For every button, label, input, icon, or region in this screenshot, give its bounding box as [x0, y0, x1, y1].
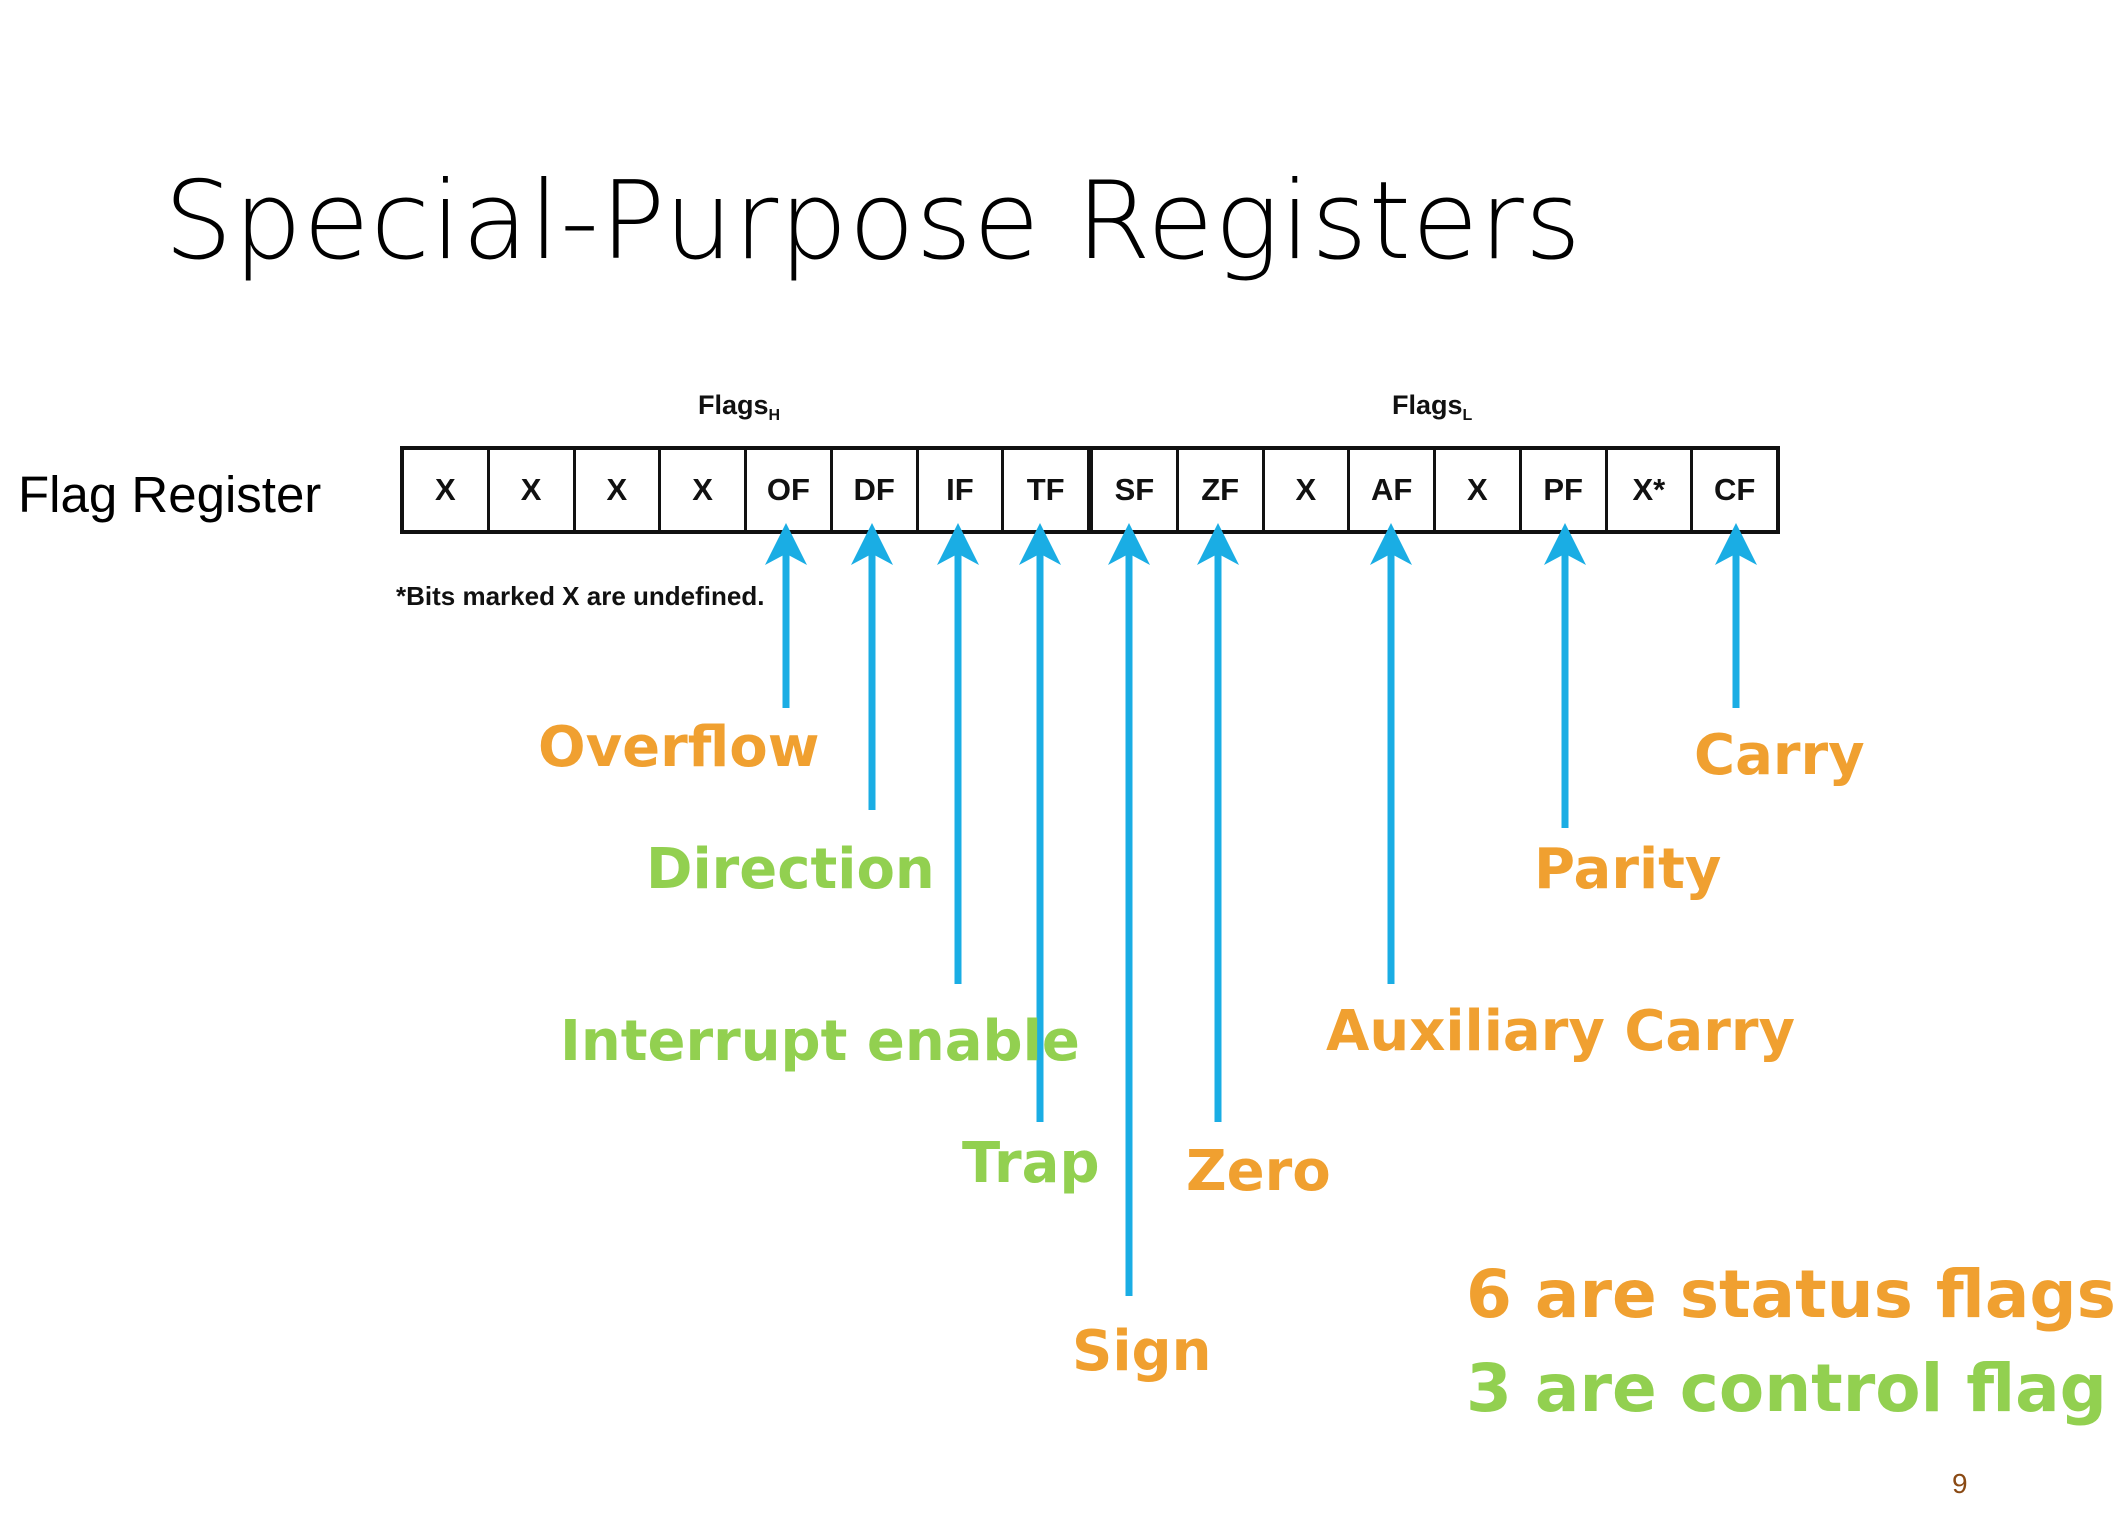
bit-10-df: DF	[833, 450, 919, 530]
bit-4-af: AF	[1350, 450, 1436, 530]
bit-3: X	[1436, 450, 1522, 530]
status-flags-summary: 6 are status flags	[1466, 1256, 2116, 1333]
bit-13: X	[576, 450, 662, 530]
flags-low-text: Flags	[1392, 390, 1463, 420]
control-flags-summary: 3 are control flag	[1466, 1350, 2107, 1427]
zero-label: Zero	[1186, 1139, 1331, 1204]
flags-high-label: FlagsH	[698, 392, 780, 424]
parity-label: Parity	[1534, 837, 1722, 902]
flags-low-label: FlagsL	[1392, 392, 1472, 424]
bit-14: X	[490, 450, 576, 530]
bit-0-cf: CF	[1713, 472, 1756, 507]
flags-high-text: Flags	[698, 390, 769, 420]
bit-2-pf: PF	[1522, 450, 1608, 530]
bit-8-tf: TF	[1004, 450, 1093, 530]
bit-7-sf: SF	[1093, 450, 1179, 530]
slide-title: Special-Purpose Registers	[164, 159, 1583, 284]
direction-label: Direction	[646, 837, 935, 902]
overflow-label: Overflow	[538, 715, 820, 780]
page-number: 9	[1952, 1468, 1968, 1499]
flag-register-bits: X X X X OF DF IF TF SF ZF X AF X PF X* C…	[400, 446, 1780, 534]
sign-label: Sign	[1072, 1319, 1212, 1384]
bit-11-of: OF	[747, 450, 833, 530]
bit-1: X*	[1608, 450, 1694, 530]
bit-15: X	[404, 450, 490, 530]
bit-12: X	[661, 450, 747, 530]
flags-high-subscript: H	[768, 407, 781, 424]
bit-6-zf: ZF	[1179, 450, 1265, 530]
interrupt-enable-label: Interrupt enable	[560, 1009, 1080, 1074]
bit-5: X	[1265, 450, 1351, 530]
auxiliary-carry-label: Auxiliary Carry	[1326, 999, 1795, 1064]
flags-low-subscript: L	[1462, 407, 1473, 424]
carry-label: Carry	[1694, 723, 1865, 788]
bit-9-if: IF	[919, 450, 1005, 530]
flag-register-label: Flag Register	[18, 466, 322, 523]
undefined-bits-footnote: *Bits marked X are undefined.	[396, 581, 765, 611]
trap-label: Trap	[962, 1131, 1100, 1196]
